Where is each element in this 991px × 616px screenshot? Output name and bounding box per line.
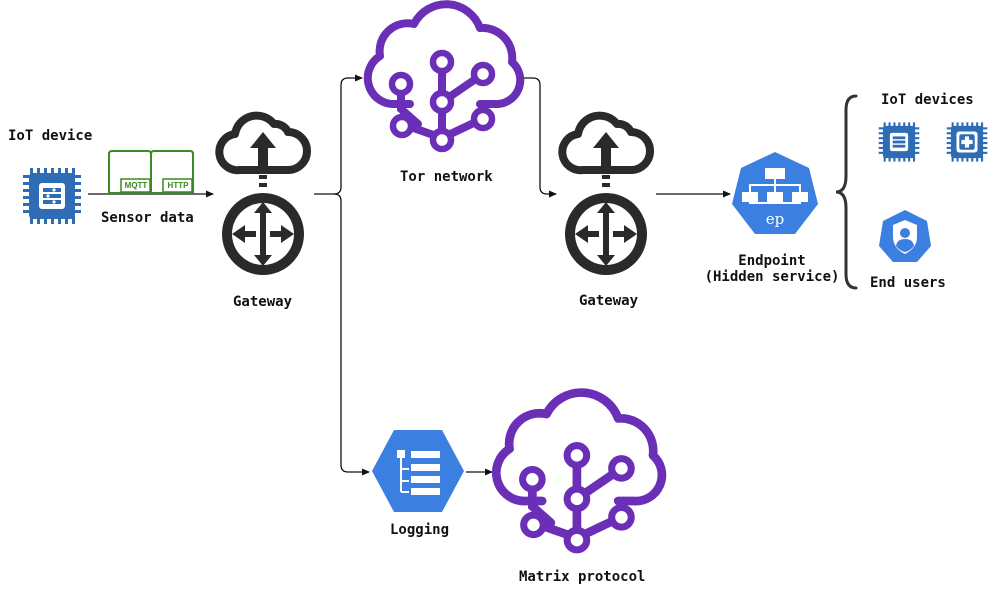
user-shield-icon	[877, 208, 933, 264]
http-label: HTTP	[167, 181, 189, 190]
sensor-data-label: Sensor data	[101, 210, 194, 226]
endpoint-label: Endpoint (Hidden service)	[700, 253, 844, 285]
endpoint-label-line1: Endpoint	[738, 253, 806, 269]
end-users-label: End users	[870, 275, 946, 291]
cloud-router-icon	[555, 111, 655, 277]
cloud-router-icon	[212, 111, 312, 277]
http-protocol-card: HTTP	[150, 150, 194, 194]
endpoint-icon: ep	[729, 150, 821, 242]
microchip-icon	[878, 121, 920, 163]
iot-device-label: IoT device	[8, 128, 93, 144]
matrix-protocol-cloud-icon	[490, 388, 667, 558]
gateway-right-label: Gateway	[579, 293, 639, 309]
tor-network-cloud-icon	[362, 0, 525, 156]
edge-tor-to-gateway	[522, 77, 557, 198]
logging-icon	[370, 428, 466, 514]
logging-label: Logging	[390, 522, 450, 538]
medical-chip-icon	[946, 121, 988, 163]
edge-gateway-to-tor	[314, 74, 363, 195]
microchip-icon	[22, 166, 82, 226]
edge-gateway-to-logging	[333, 193, 370, 476]
tor-network-label: Tor network	[400, 169, 493, 185]
endpoint-badge: ep	[765, 210, 785, 228]
mqtt-label: MQTT	[124, 181, 148, 190]
mqtt-protocol-card: MQTT	[108, 150, 152, 194]
iot-devices-label: IoT devices	[881, 92, 974, 108]
endpoint-label-line2: (Hidden service)	[704, 269, 840, 285]
gateway-left-label: Gateway	[233, 294, 293, 310]
curly-brace	[835, 94, 858, 290]
matrix-protocol-label: Matrix protocol	[519, 569, 646, 585]
